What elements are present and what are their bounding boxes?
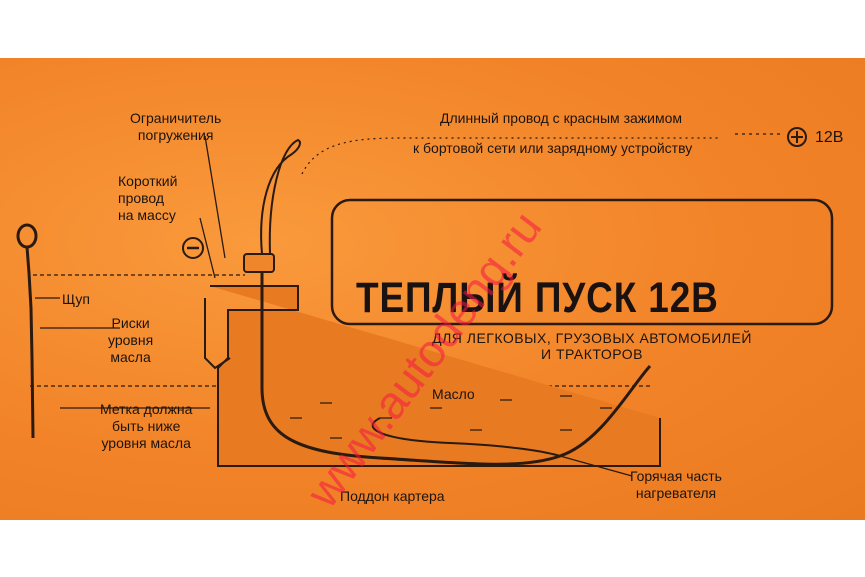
product-title: ТЕПЛЫЙ ПУСК 12В	[356, 274, 719, 322]
dipstick-label: Щуп	[62, 291, 91, 307]
long-wire	[260, 138, 301, 255]
plus-voltage-label: 12В	[815, 129, 844, 146]
orange-sheet: Длинный провод с красным зажимом к борто…	[0, 58, 865, 520]
limiter-label: Ограничитель погружения	[130, 110, 222, 143]
oil-marks-label: Риски уровня масла	[108, 315, 154, 365]
long-wire-sublabel: к бортовой сети или зарядному устройству	[413, 140, 693, 156]
title-frame	[330, 198, 834, 326]
heater-element	[260, 272, 652, 466]
product-subtitle: ДЛЯ ЛЕГКОВЫХ, ГРУЗОВЫХ АВТОМОБИЛЕЙ И ТРА…	[432, 330, 752, 362]
engine-block	[210, 285, 661, 467]
mark-rule-label: Метка должна быть ниже уровня масла	[100, 401, 193, 451]
short-wire-label: Короткий провод на массу	[118, 173, 178, 223]
dipstick-ring	[16, 223, 38, 249]
block-step	[204, 298, 231, 370]
oil-pan-label: Поддон картера	[340, 488, 445, 504]
oil-label: Масло	[432, 386, 475, 402]
dipstick-rod	[25, 246, 35, 439]
heater-diagram	[16, 127, 834, 477]
plus-terminal-icon	[787, 127, 807, 147]
minus-terminal-icon	[182, 237, 204, 259]
hot-part-label: Горячая часть нагревателя	[630, 468, 722, 501]
plug-cap	[243, 253, 275, 273]
long-wire-label: Длинный провод с красным зажимом	[440, 110, 682, 126]
